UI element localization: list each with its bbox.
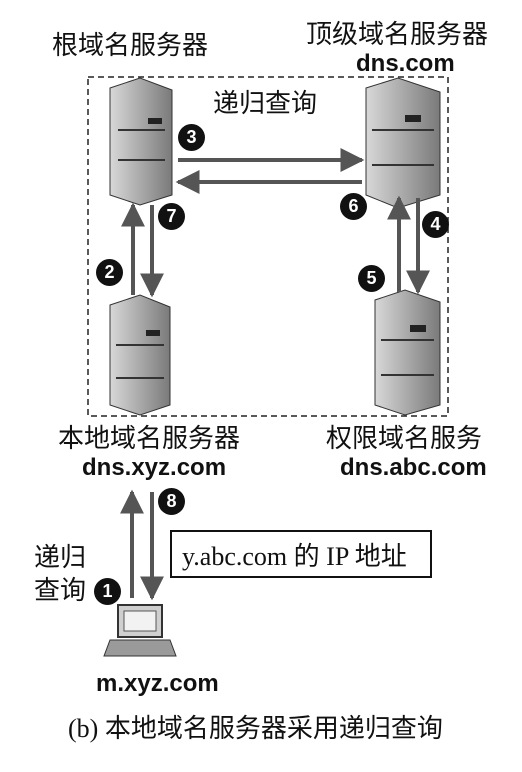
client-query-label-line2: 查询: [34, 576, 87, 606]
client-query-label-line1: 递归: [34, 543, 87, 573]
step-3-badge: 3: [178, 124, 205, 151]
figure-caption: (b) 本地域名服务器采用递归查询: [68, 714, 443, 743]
local-server-label: 本地域名服务器: [58, 424, 241, 454]
step-7-badge: 7: [158, 203, 185, 230]
tld-server-icon: [365, 77, 441, 209]
ip-answer-box: y.abc.com 的 IP 地址: [170, 530, 432, 578]
auth-server-label: 权限域名服务: [326, 424, 483, 454]
tld-server-host: dns.com: [356, 50, 455, 77]
root-server-icon: [109, 77, 173, 206]
step-1-badge: 1: [94, 578, 121, 605]
step-2-badge: 2: [96, 259, 123, 286]
recursive-region-label: 递归查询: [213, 89, 318, 119]
root-server-label: 根域名服务器: [52, 31, 209, 61]
ip-answer-text: y.abc.com 的 IP 地址: [182, 541, 407, 571]
step-8-badge: 8: [158, 488, 185, 515]
local-server-icon: [109, 294, 171, 416]
client-host-label: m.xyz.com: [96, 670, 219, 697]
recursive-region-border: [87, 76, 449, 417]
local-server-host: dns.xyz.com: [82, 454, 227, 481]
step-6-badge: 6: [340, 193, 367, 220]
tld-server-label: 顶级域名服务器: [306, 20, 489, 50]
step-5-badge: 5: [358, 265, 385, 292]
auth-server-host: dns.abc.com: [340, 454, 487, 481]
step-4-badge: 4: [422, 211, 449, 238]
client-computer-icon: [103, 604, 177, 657]
auth-server-icon: [374, 289, 441, 416]
